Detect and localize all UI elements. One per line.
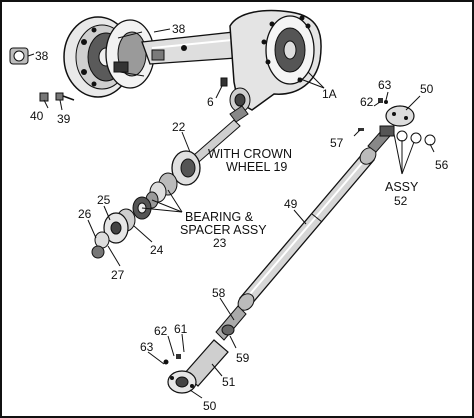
callout-52: 52: [394, 194, 408, 208]
callout-25: 25: [97, 193, 111, 207]
axle-tube-housing: [141, 31, 241, 65]
callout-38-washer: 38: [35, 49, 49, 63]
callout-56: 56: [435, 158, 449, 172]
callout-49: 49: [284, 197, 298, 211]
label-bearing: BEARING &: [185, 210, 254, 224]
callout-50-bottom: 50: [203, 399, 217, 413]
label-assy: ASSY: [385, 180, 419, 194]
label-spacer-assy: SPACER ASSY: [180, 223, 267, 237]
callout-62-bottom: 62: [154, 324, 168, 338]
callout-63-top: 63: [378, 78, 392, 92]
label-with-crown: WITH CROWN: [208, 147, 292, 161]
callout-57: 57: [330, 136, 344, 150]
companion-flange-24: [103, 208, 136, 244]
callout-63-bottom: 63: [140, 340, 154, 354]
universal-joint-top: [358, 98, 436, 153]
callout-23: 23: [213, 236, 227, 250]
callout-1a: 1A: [322, 87, 337, 101]
callout-62-top: 62: [360, 95, 374, 109]
callout-58: 58: [212, 286, 226, 300]
propeller-shaft-49: [237, 147, 377, 311]
label-wheel-19: WHEEL 19: [226, 160, 287, 174]
bearing-spacer-stack: [132, 172, 178, 220]
brake-backplate: [105, 19, 155, 89]
callout-27: 27: [111, 268, 125, 282]
universal-joint-bottom: [163, 339, 229, 394]
callout-50-top: 50: [420, 82, 434, 96]
differential-carrier: [229, 9, 322, 113]
crown-wheel-pinion: [171, 150, 201, 186]
callout-61: 61: [174, 322, 188, 336]
callout-24: 24: [150, 243, 164, 257]
callout-38-drum: 38: [172, 22, 186, 36]
callout-51: 51: [222, 375, 236, 389]
callout-22: 22: [172, 120, 186, 134]
callout-26: 26: [78, 207, 92, 221]
bolt-nut-39-40: [39, 92, 75, 102]
callout-59: 59: [236, 351, 250, 365]
callout-6: 6: [207, 95, 214, 109]
callout-40: 40: [30, 109, 44, 123]
sliding-joint-58-59: [215, 305, 247, 341]
leader-lines: [27, 28, 435, 399]
breather-6: [220, 77, 228, 87]
callout-39: 39: [57, 112, 71, 126]
hub-washer-38: [9, 47, 29, 65]
callout-labels: 38 38 1A 6 40 39 22 WITH CROWN WHEEL 19 …: [30, 22, 449, 413]
washer-nut-25-26-27: [91, 231, 110, 259]
